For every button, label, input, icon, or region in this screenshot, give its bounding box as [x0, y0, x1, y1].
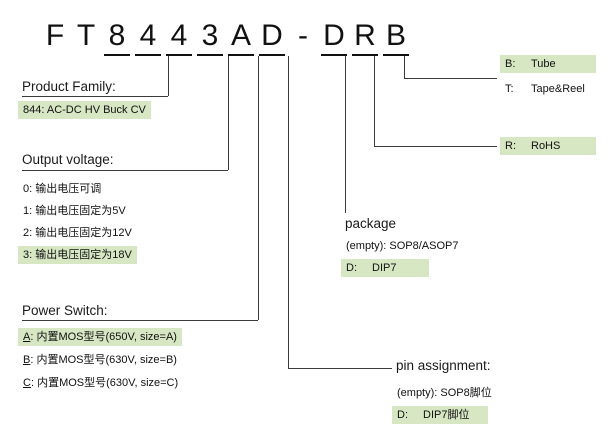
label-power-switch: Power Switch:: [22, 303, 108, 318]
part-number-char: B: [383, 18, 409, 56]
option-packing-t-tapereel: T: Tape&Reel: [500, 80, 596, 98]
part-number-char: D: [321, 18, 347, 56]
part-number-char: R: [352, 18, 378, 56]
connector-pin-assignment-horizontal: [288, 368, 392, 369]
option-code: T:: [505, 83, 514, 95]
part-number-char: T: [76, 19, 96, 52]
option-power-switch-a: A: 内置MOS型号(650V, size=A): [18, 328, 182, 346]
connector-rohs-vertical: [374, 56, 375, 146]
option-code: D:: [346, 262, 357, 274]
option-packing-b-tube: B: Tube: [500, 55, 596, 73]
connector-product-family-horizontal: [22, 96, 168, 97]
option-value: Tube: [531, 58, 556, 70]
option-code: R:: [505, 140, 516, 152]
option-pin-assignment-d: D: DIP7脚位: [392, 406, 488, 424]
part-number-char: 8: [104, 18, 130, 56]
option-code: B:: [505, 58, 516, 70]
option-output-voltage-0: 0: 输出电压可调: [23, 183, 102, 195]
option-code: A: [23, 331, 31, 343]
connector-pin-assignment-vertical: [288, 56, 289, 368]
option-value: DIP7脚位: [423, 409, 470, 421]
option-text: : 内置MOS型号(630V, size=B): [30, 354, 177, 366]
connector-package-vertical: [345, 56, 346, 213]
option-output-voltage-3: 3: 输出电压固定为18V: [18, 246, 137, 264]
connector-power-switch-horizontal: [22, 320, 258, 321]
part-number-char: 4: [135, 18, 161, 56]
label-product-family: Product Family:: [22, 79, 116, 94]
option-product-family-844: 844: AC-DC HV Buck CV: [18, 101, 151, 119]
option-code: C: [23, 377, 31, 389]
connector-output-voltage-horizontal: [22, 170, 228, 171]
option-package-empty: (empty): SOP8/ASOP7: [346, 240, 459, 252]
option-power-switch-c: C: 内置MOS型号(630V, size=C): [18, 374, 183, 392]
part-number-char: 3: [197, 18, 223, 56]
option-output-voltage-1: 1: 输出电压固定为5V: [23, 205, 126, 217]
label-package: package: [345, 216, 397, 231]
connector-rohs-horizontal: [374, 146, 497, 147]
part-number-char: D: [259, 18, 285, 56]
option-package-d: D: DIP7: [341, 259, 429, 277]
option-output-voltage-2: 2: 输出电压固定为12V: [23, 227, 132, 239]
label-output-voltage: Output voltage:: [22, 152, 114, 167]
connector-output-voltage-vertical: [228, 56, 229, 170]
option-text: : 内置MOS型号(630V, size=C): [30, 377, 179, 389]
part-number-char: A: [228, 18, 254, 56]
connector-packing-horizontal: [404, 78, 497, 79]
connector-packing-vertical: [404, 56, 405, 78]
option-value: Tape&Reel: [531, 83, 585, 95]
option-text: : 内置MOS型号(650V, size=A): [30, 331, 177, 343]
option-rohs: R: RoHS: [500, 137, 596, 155]
option-value: RoHS: [531, 140, 561, 152]
option-pin-assignment-empty: (empty): SOP8脚位: [397, 387, 492, 399]
label-pin-assignment: pin assignment:: [396, 358, 491, 373]
part-number-dash: -: [298, 19, 308, 52]
option-code: B: [23, 354, 31, 366]
option-code: D:: [397, 409, 408, 421]
option-power-switch-b: B: 内置MOS型号(630V, size=B): [18, 351, 182, 369]
connector-power-switch-vertical: [258, 56, 259, 320]
part-number-char: 4: [166, 18, 192, 56]
connector-product-family-vertical: [168, 56, 169, 96]
part-number-char: F: [45, 19, 65, 52]
option-value: DIP7: [372, 262, 397, 274]
